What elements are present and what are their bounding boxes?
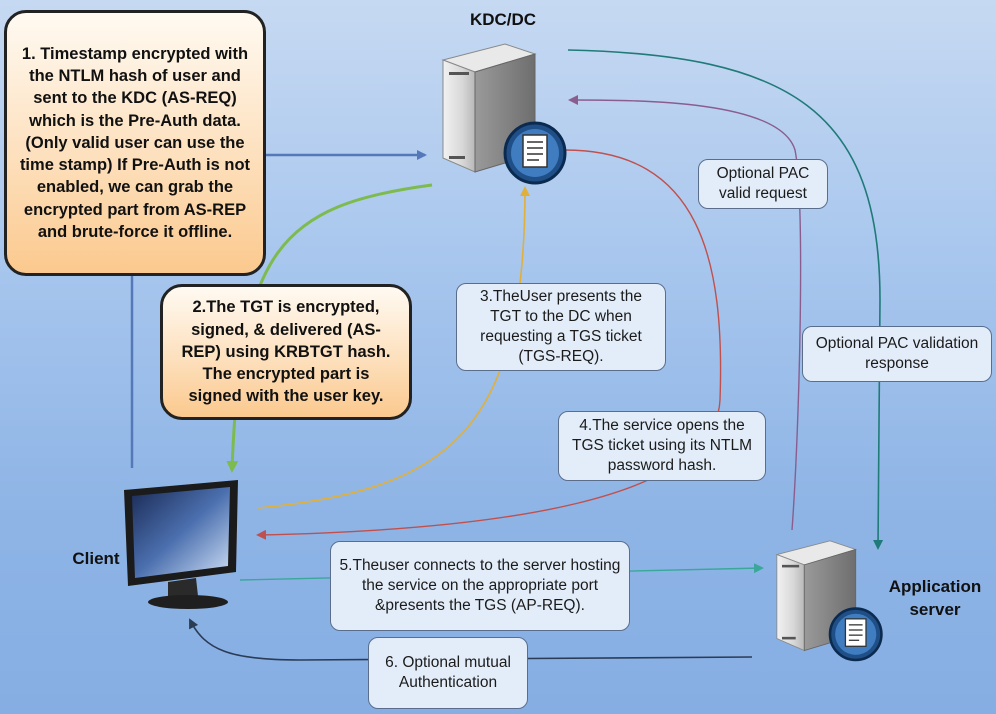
pac-response-box: Optional PAC validation response [802, 326, 992, 382]
step1-callout: 1. Timestamp encrypted with the NTLM has… [4, 10, 266, 276]
step2-callout: 2.The TGT is encrypted, signed, & delive… [160, 284, 412, 420]
application-server-label: Application server [888, 577, 982, 619]
client-monitor-icon [124, 480, 238, 609]
step5-box: 5.Theuser connects to the server hosting… [330, 541, 630, 631]
step6-arrow [189, 618, 753, 661]
pac-request-arrow [568, 95, 802, 531]
pac-response-arrow [567, 49, 884, 550]
kdc-server-icon [441, 43, 567, 185]
application-server-icon [775, 540, 883, 662]
step4-box: 4.The service opens the TGS ticket using… [558, 411, 766, 481]
step3-box: 3.TheUser presents the TGT to the DC whe… [456, 283, 666, 371]
step6-box: 6. Optional mutual Authentication [368, 637, 528, 709]
client-label: Client [72, 549, 120, 568]
step3-arrow [257, 186, 530, 509]
kdc-label: KDC/DC [469, 10, 537, 29]
pac-request-box: Optional PAC valid request [698, 159, 828, 209]
